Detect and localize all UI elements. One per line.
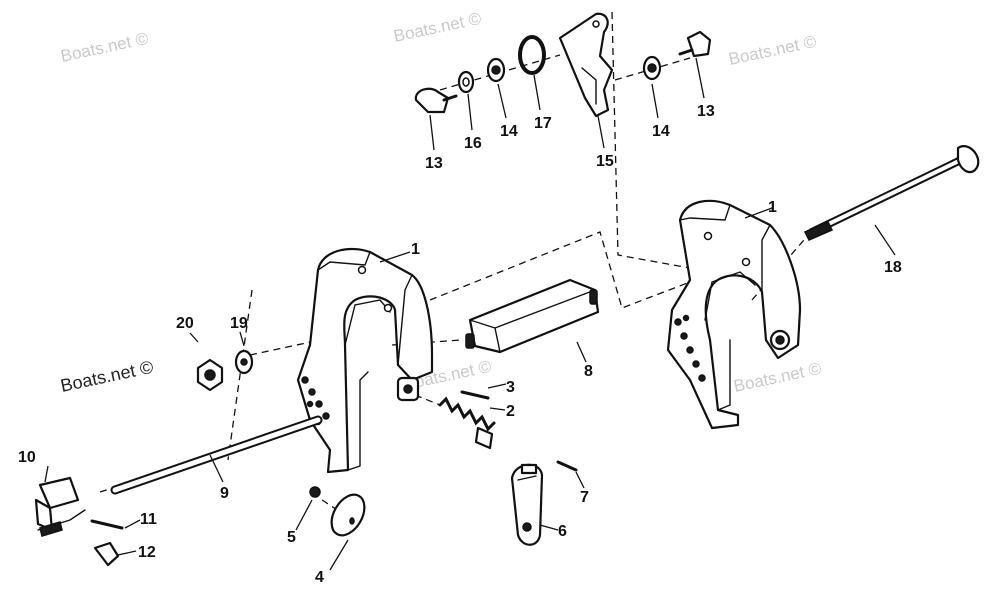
part-8-block[interactable] bbox=[465, 278, 600, 354]
part-4-disc[interactable] bbox=[325, 489, 371, 541]
clamp-bracket-left[interactable] bbox=[296, 248, 434, 474]
callout-10: 10 bbox=[18, 449, 36, 466]
part-10-clip[interactable] bbox=[34, 476, 86, 537]
callout-20: 20 bbox=[176, 315, 194, 332]
part-18-bolt[interactable] bbox=[803, 145, 980, 241]
callout-labels: 1 1 2 3 4 5 6 7 8 9 10 11 12 13 13 14 14… bbox=[18, 103, 902, 586]
callout-11: 11 bbox=[140, 511, 157, 528]
callout-5: 5 bbox=[287, 529, 296, 546]
callout-9: 9 bbox=[220, 485, 229, 502]
leader-lines bbox=[44, 57, 896, 571]
callout-14-left: 14 bbox=[500, 123, 518, 140]
callout-19: 19 bbox=[230, 315, 248, 332]
callout-1-right: 1 bbox=[768, 199, 777, 216]
watermark-text: Boats.net © bbox=[59, 29, 151, 66]
part-20-nut[interactable] bbox=[196, 358, 224, 392]
callout-6: 6 bbox=[558, 523, 567, 540]
watermark-main-text: Boats.net © bbox=[59, 357, 155, 396]
part-5-nut[interactable] bbox=[309, 486, 321, 498]
callout-17: 17 bbox=[534, 115, 552, 132]
watermark-text: Boats.net © bbox=[392, 9, 484, 46]
part-13-knob-right[interactable] bbox=[678, 30, 712, 58]
part-16-washer[interactable] bbox=[457, 70, 475, 94]
callout-2: 2 bbox=[506, 403, 515, 420]
callout-16: 16 bbox=[464, 135, 482, 152]
part-17-ring[interactable] bbox=[518, 35, 546, 75]
callout-8: 8 bbox=[584, 363, 593, 380]
part-12-cap[interactable] bbox=[93, 541, 120, 567]
part-14-washer-left[interactable] bbox=[486, 57, 506, 83]
clamp-bracket-right[interactable] bbox=[666, 199, 802, 430]
watermark-text: Boats.net © bbox=[732, 359, 824, 396]
part-13-knob-left[interactable] bbox=[414, 87, 458, 114]
callout-1-left: 1 bbox=[411, 241, 420, 258]
callout-13-right: 13 bbox=[697, 103, 715, 120]
callout-4: 4 bbox=[315, 569, 324, 586]
part-9-rod[interactable] bbox=[110, 415, 323, 495]
part-3-pin[interactable] bbox=[460, 390, 490, 400]
callout-18: 18 bbox=[884, 259, 902, 276]
part-7-pin[interactable] bbox=[556, 460, 578, 472]
callout-3: 3 bbox=[506, 379, 515, 396]
callout-14-right: 14 bbox=[652, 123, 670, 140]
part-15-latch[interactable] bbox=[558, 12, 614, 118]
callout-13-left: 13 bbox=[425, 155, 443, 172]
part-11-pin[interactable] bbox=[90, 519, 124, 530]
callout-7: 7 bbox=[580, 489, 589, 506]
part-6-lever[interactable] bbox=[510, 463, 544, 546]
callout-15: 15 bbox=[596, 153, 614, 170]
watermark-text: Boats.net © bbox=[727, 32, 819, 69]
callout-12: 12 bbox=[138, 544, 156, 561]
part-2-spring[interactable] bbox=[438, 396, 496, 450]
part-14-washer-right[interactable] bbox=[642, 55, 662, 81]
part-19-washer[interactable] bbox=[234, 349, 254, 375]
